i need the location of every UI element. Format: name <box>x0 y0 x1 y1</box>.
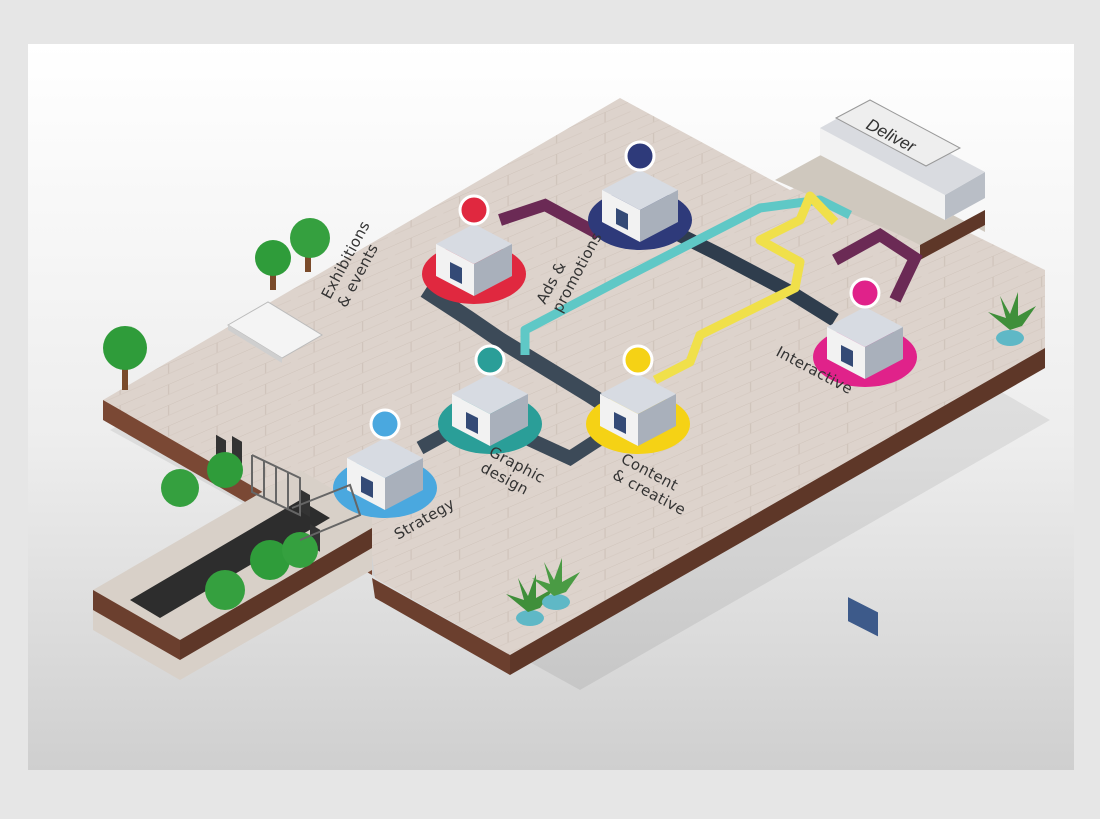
typewriter-icon <box>622 344 654 376</box>
station-graphic <box>438 344 542 454</box>
fence-gate <box>251 454 362 541</box>
booth-icon <box>458 194 490 226</box>
megaphone-icon <box>624 140 656 172</box>
delivery-strip <box>775 150 985 260</box>
pipes <box>520 191 853 385</box>
lightbulb-icon <box>369 408 401 440</box>
potted-plants <box>506 292 1036 626</box>
station-ads <box>588 140 692 250</box>
station-interactive <box>813 277 917 387</box>
stations <box>333 140 917 518</box>
station-content <box>586 344 690 454</box>
meeting-table <box>216 301 323 552</box>
station-exhibitions <box>422 194 526 304</box>
trees <box>103 218 330 610</box>
station-strategy <box>333 408 437 518</box>
pencil-ruler-icon <box>474 344 506 376</box>
touchscreen-icon <box>849 277 881 309</box>
